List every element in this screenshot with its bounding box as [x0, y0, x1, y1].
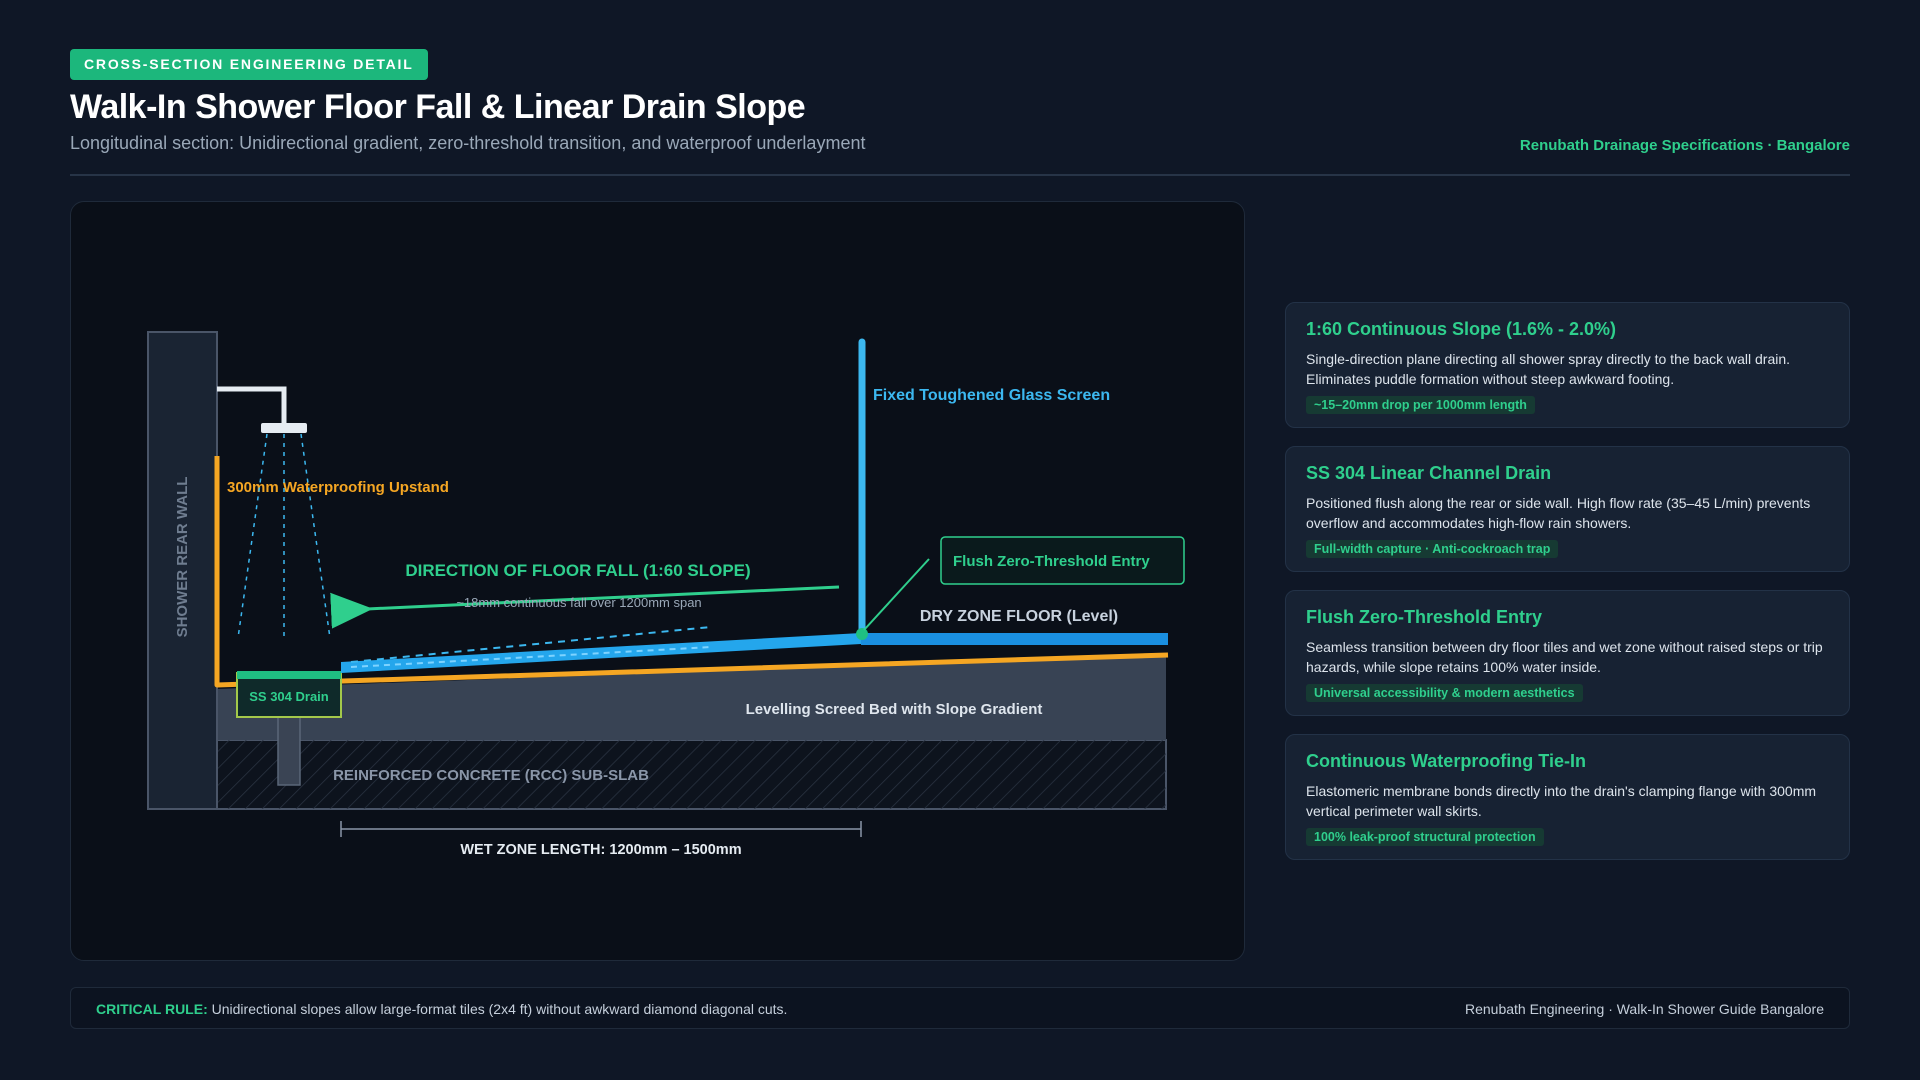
waterproofing-membrane: [214, 456, 1169, 688]
section-badge: CROSS-SECTION ENGINEERING DETAIL: [70, 49, 428, 80]
screed-bed: [216, 655, 1166, 740]
spray-line: [300, 433, 331, 639]
entry-leader-line: [863, 558, 930, 631]
rear-wall: [147, 331, 218, 810]
card-body: Positioned flush along the rear or side …: [1306, 495, 1811, 531]
critical-rule: CRITICAL RULE: Unidirectional slopes all…: [96, 1001, 787, 1017]
spec-card-entry: Flush Zero-Threshold Entry Seamless tran…: [1285, 590, 1850, 716]
entry-label: Flush Zero-Threshold Entry: [953, 553, 1150, 570]
shower-arm: [217, 386, 287, 424]
drain-pipe: [277, 714, 301, 786]
fall-label: DIRECTION OF FLOOR FALL (1:60 SLOPE): [405, 561, 750, 580]
rcc-slab-hatch: [216, 740, 1166, 809]
water-flow-line: [350, 646, 712, 668]
critical-rule-prefix: CRITICAL RULE:: [96, 1001, 208, 1017]
brand-line: Renubath Drainage Specifications · Banga…: [1519, 137, 1850, 154]
footer-bar: CRITICAL RULE: Unidirectional slopes all…: [70, 987, 1850, 1029]
spec-card-waterproofing: Continuous Waterproofing Tie-In Elastome…: [1285, 734, 1850, 860]
card-title: Flush Zero-Threshold Entry: [1306, 607, 1543, 627]
drain-grate: [237, 671, 341, 679]
drain-label: SS 304 Drain: [249, 689, 329, 704]
dry-zone-tile: [861, 633, 1168, 645]
upstand-label: 300mm Waterproofing Upstand: [227, 479, 449, 496]
fall-direction-arrow: [330, 585, 840, 629]
spray-trajectory: [350, 626, 712, 663]
card-body: Seamless transition between dry floor ti…: [1306, 639, 1823, 675]
entry-callout-box: [940, 536, 1185, 585]
wet-zone-tile: [341, 633, 861, 673]
page-title: Walk-In Shower Floor Fall & Linear Drain…: [70, 88, 806, 126]
footer-credit: Renubath Engineering · Walk-In Shower Gu…: [1464, 1001, 1824, 1017]
card-body: Elastomeric membrane bonds directly into…: [1306, 783, 1817, 819]
cross-section-diagram: REINFORCED CONCRETE (RCC) SUB-SLAB Level…: [70, 201, 1245, 961]
page-subtitle: Longitudinal section: Unidirectional gra…: [70, 133, 866, 153]
card-tag: Universal accessibility & modern aesthet…: [1306, 684, 1583, 702]
spec-card-slope: 1:60 Continuous Slope (1.6% - 2.0%) Sing…: [1285, 302, 1850, 428]
card-title: Continuous Waterproofing Tie-In: [1306, 751, 1586, 771]
card-tag: 100% leak-proof structural protection: [1306, 828, 1544, 846]
spray-line: [237, 433, 268, 639]
header-divider: [70, 174, 1850, 176]
spec-card-drain: SS 304 Linear Channel Drain Positioned f…: [1285, 446, 1850, 572]
card-title: 1:60 Continuous Slope (1.6% - 2.0%): [1306, 319, 1617, 339]
screed-label: Levelling Screed Bed with Slope Gradient: [746, 701, 1043, 718]
dry-zone-label: DRY ZONE FLOOR (Level): [920, 608, 1118, 625]
card-title: SS 304 Linear Channel Drain: [1306, 463, 1552, 483]
card-tag: Full-width capture · Anti-cockroach trap: [1306, 540, 1559, 558]
wall-label: SHOWER REAR WALL: [174, 477, 191, 638]
card-tag: ~15–20mm drop per 1000mm length: [1306, 396, 1535, 414]
cross-section-svg: REINFORCED CONCRETE (RCC) SUB-SLAB Level…: [147, 331, 1185, 858]
critical-rule-text: Unidirectional slopes allow large-format…: [207, 1001, 788, 1017]
ss304-drain: [236, 672, 342, 718]
shower-head-icon: [261, 423, 307, 433]
slab-label: REINFORCED CONCRETE (RCC) SUB-SLAB: [333, 767, 649, 784]
dimension-label: WET ZONE LENGTH: 1200mm – 1500mm: [460, 842, 741, 858]
fall-sublabel: ~18mm continuous fall over 1200mm span: [456, 595, 701, 610]
glass-label: Fixed Toughened Glass Screen: [873, 387, 1110, 404]
threshold-point: [856, 628, 868, 640]
card-body: Single-direction plane directing all sho…: [1306, 351, 1791, 387]
